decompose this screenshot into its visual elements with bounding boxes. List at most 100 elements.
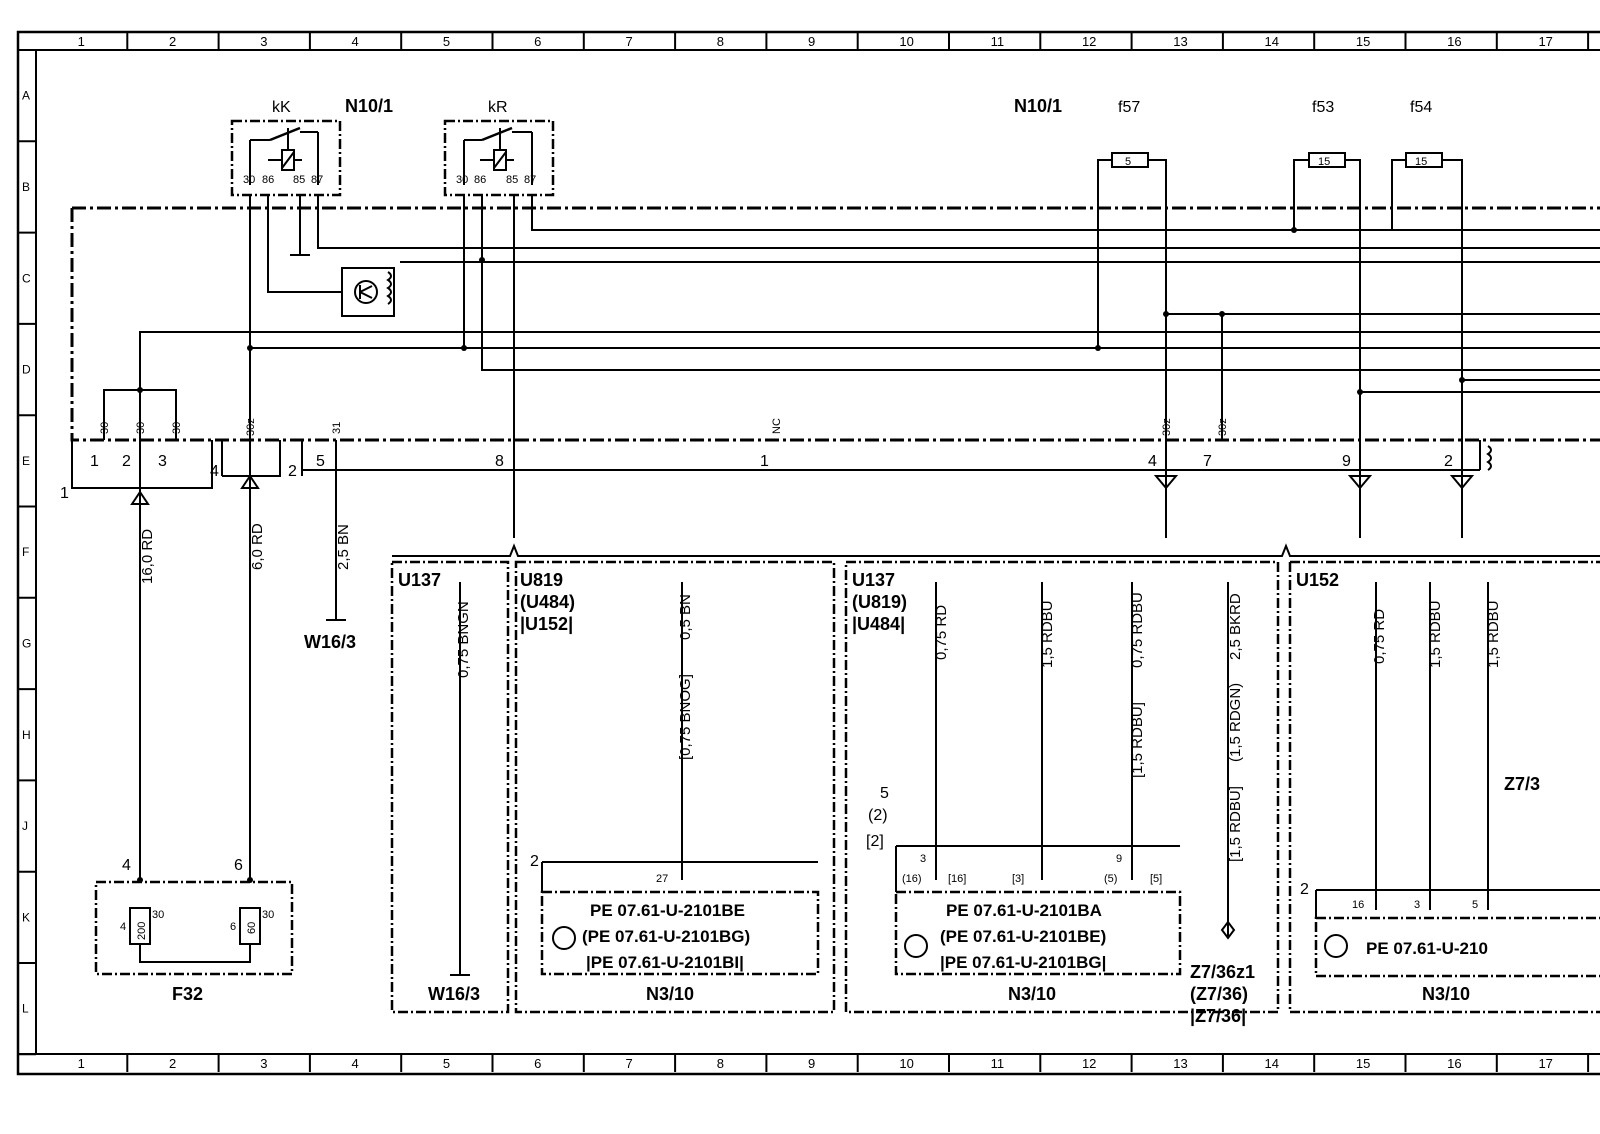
- svg-text:30z: 30z: [245, 418, 257, 436]
- fuse-f57-label: f57: [1118, 99, 1140, 116]
- svg-text:3: 3: [920, 853, 926, 865]
- svg-text:1: 1: [760, 453, 769, 470]
- grid-column-number: 9: [808, 34, 815, 49]
- svg-text:[1,5 RDBU]: [1,5 RDBU]: [1129, 702, 1146, 778]
- grid-column-number: 15: [1356, 1056, 1370, 1071]
- grid-row-letter: K: [22, 910, 30, 924]
- grid-column-number: 5: [443, 34, 450, 49]
- svg-text:6: 6: [230, 921, 236, 933]
- svg-text:30: 30: [135, 422, 147, 434]
- svg-text:|U484|: |U484|: [852, 614, 905, 634]
- svg-text:30z: 30z: [1217, 418, 1229, 436]
- grid-row-letter: E: [22, 454, 30, 468]
- grid-row-letter: G: [22, 636, 31, 650]
- svg-text:31: 31: [331, 422, 343, 434]
- svg-text:5: 5: [1472, 899, 1478, 911]
- svg-text:1,5 RDBU: 1,5 RDBU: [1485, 600, 1502, 668]
- grid-column-number: 2: [169, 1056, 176, 1071]
- grid-row-letter: J: [22, 819, 28, 833]
- svg-text:Z7/36z1: Z7/36z1: [1190, 962, 1255, 982]
- control-unit-n3-10-a: 2 27 PE 07.61-U-2101BE (PE 07.61-U-2101B…: [530, 853, 820, 1004]
- svg-text:2: 2: [530, 853, 539, 870]
- svg-text:1: 1: [90, 453, 99, 470]
- svg-text:6,0 RD: 6,0 RD: [249, 523, 266, 570]
- area-u152-c: [1288, 560, 1600, 1014]
- svg-text:[1,5 RDBU]: [1,5 RDBU]: [1227, 786, 1244, 862]
- svg-text:[3]: [3]: [1012, 873, 1024, 885]
- svg-text:0,75 RDBU: 0,75 RDBU: [1129, 592, 1146, 668]
- external-wires: [130, 440, 1475, 880]
- grid-column-number: 8: [717, 1056, 724, 1071]
- grid-column-number: 3: [260, 34, 267, 49]
- svg-text:16,0 RD: 16,0 RD: [139, 529, 156, 584]
- relay-kr-label: kR: [488, 99, 508, 116]
- grid-row-letter: D: [22, 363, 31, 377]
- svg-text:[5]: [5]: [1150, 873, 1162, 885]
- svg-text:0,75 RD: 0,75 RD: [1371, 609, 1388, 664]
- outer-frame: [16, 30, 1600, 1076]
- relay-kk-label: kK: [272, 99, 291, 116]
- svg-text:[2]: [2]: [866, 833, 884, 850]
- svg-text:200: 200: [136, 922, 148, 940]
- grid-row-letter: H: [22, 728, 31, 742]
- svg-text:30: 30: [152, 909, 164, 921]
- svg-text:2: 2: [1444, 453, 1453, 470]
- svg-text:15: 15: [1318, 156, 1330, 168]
- svg-text:87: 87: [311, 174, 323, 186]
- z7-3-ref: Z7/3: [1504, 774, 1540, 794]
- grid-column-number: 4: [352, 34, 359, 49]
- grid-column-number: 16: [1447, 1056, 1461, 1071]
- connector-pins: 30 30 30 30z 31 NC 30z 30z 1 2 3 4 2 5 8…: [60, 418, 1453, 502]
- svg-text:87: 87: [524, 174, 536, 186]
- grid-column-number: 7: [625, 34, 632, 49]
- area-u819-a: [514, 560, 836, 1014]
- svg-text:(U484): (U484): [520, 592, 575, 612]
- svg-text:9: 9: [1116, 853, 1122, 865]
- svg-text:U819: U819: [520, 570, 563, 590]
- fuse-f53: 15: [1293, 152, 1361, 205]
- grid-column-number: 14: [1265, 1056, 1279, 1071]
- svg-text:0,75 RD: 0,75 RD: [933, 605, 950, 660]
- grid-column-number: 7: [625, 1056, 632, 1071]
- grid-column-number: 9: [808, 1056, 815, 1071]
- svg-text:|U152|: |U152|: [520, 614, 573, 634]
- svg-text:|PE 07.61-U-2101BI|: |PE 07.61-U-2101BI|: [586, 953, 744, 972]
- control-unit-n3-10-b: 5 (2) [2] 3 (16) [16] [3] 9 (5) [5] PE 0…: [866, 785, 1182, 1004]
- grid-column-number: 14: [1265, 34, 1279, 49]
- svg-text:N3/10: N3/10: [1008, 984, 1056, 1004]
- svg-text:N3/10: N3/10: [646, 984, 694, 1004]
- grid-column-number: 13: [1173, 1056, 1187, 1071]
- svg-text:1: 1: [60, 485, 69, 502]
- svg-text:5: 5: [316, 453, 325, 470]
- svg-text:PE 07.61-U-2101BA: PE 07.61-U-2101BA: [946, 901, 1102, 920]
- grid-column-number: 11: [991, 34, 1005, 49]
- svg-text:4: 4: [1148, 453, 1157, 470]
- grid-row-letter: B: [22, 180, 30, 194]
- n10-1-label-right: N10/1: [1014, 96, 1062, 116]
- svg-text:(Z7/36): (Z7/36): [1190, 984, 1248, 1004]
- svg-text:7: 7: [1203, 453, 1212, 470]
- svg-text:4: 4: [122, 857, 131, 874]
- relay-kk: kK 30 86 85 87: [230, 99, 342, 197]
- area-u137-b: [844, 560, 1280, 1014]
- svg-text:1,5 RDBU: 1,5 RDBU: [1039, 600, 1056, 668]
- grid-column-number: 12: [1082, 1056, 1096, 1071]
- svg-text:85: 85: [293, 174, 305, 186]
- svg-text:0,5 BN: 0,5 BN: [677, 594, 694, 640]
- grid-column-number: 2: [169, 34, 176, 49]
- svg-text:8: 8: [495, 453, 504, 470]
- w16-3-ref-a: W16/3: [304, 632, 356, 652]
- fuse-f54: 15: [1391, 152, 1463, 205]
- svg-text:30: 30: [99, 422, 111, 434]
- svg-text:[16]: [16]: [948, 873, 966, 885]
- svg-text:30: 30: [262, 909, 274, 921]
- svg-text:(5): (5): [1104, 873, 1117, 885]
- svg-text:(PE 07.61-U-2101BE): (PE 07.61-U-2101BE): [940, 927, 1106, 946]
- internal-wiring: [103, 195, 1600, 440]
- n10-1-label-left: N10/1: [345, 96, 393, 116]
- svg-text:1,5 RDBU: 1,5 RDBU: [1427, 600, 1444, 668]
- inner-frame: [35, 49, 1600, 1055]
- grid-column-number: 6: [534, 34, 541, 49]
